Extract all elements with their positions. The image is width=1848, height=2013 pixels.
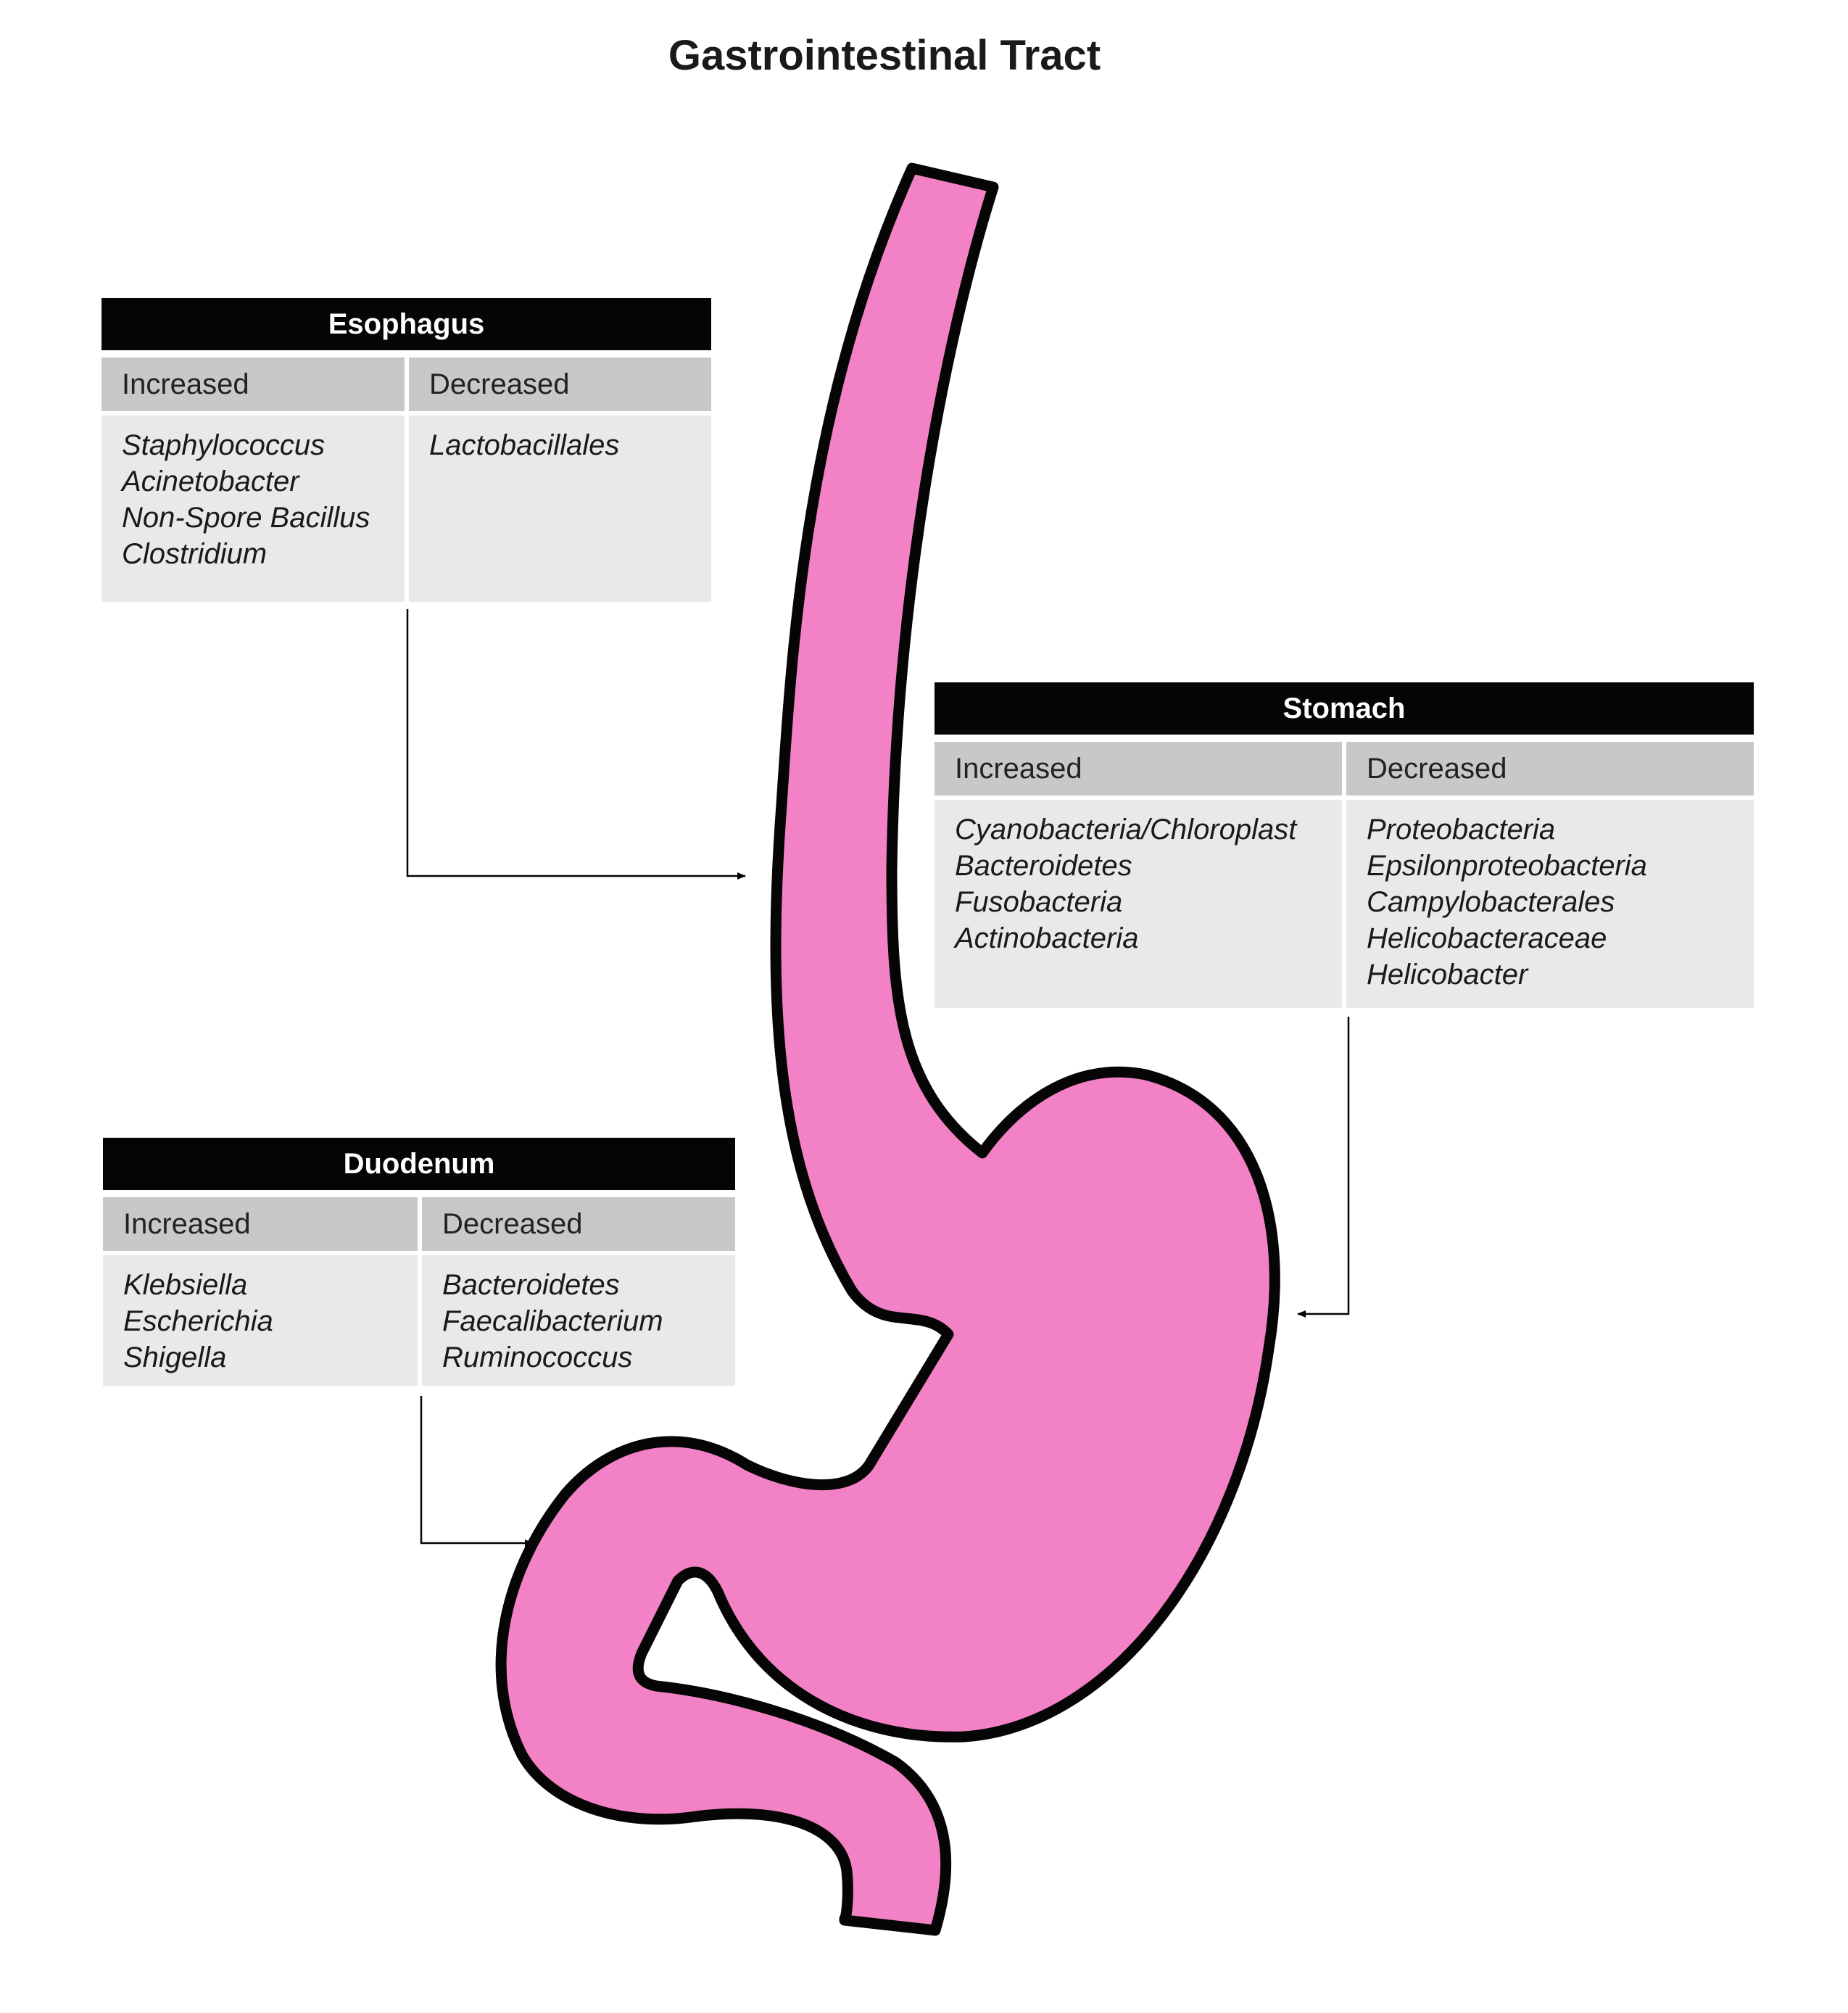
stomach-table-header: Stomach bbox=[935, 682, 1754, 735]
list-item: Shigella bbox=[123, 1342, 227, 1373]
duodenum-table: Duodenum Increased Klebsiella Escherichi… bbox=[103, 1138, 735, 1386]
diagram-title: Gastrointestinal Tract bbox=[668, 32, 1101, 79]
list-item: Helicobacteraceae bbox=[1367, 922, 1607, 954]
list-item: Bacteroidetes bbox=[442, 1269, 620, 1301]
stomach-increased-header: Increased bbox=[935, 742, 1342, 795]
esophagus-decreased-list: Lactobacillales bbox=[409, 416, 711, 602]
duodenum-decreased-header: Decreased bbox=[422, 1197, 735, 1251]
esophagus-table: Esophagus Increased Staphylococcus Acine… bbox=[101, 298, 711, 602]
list-item: Bacteroidetes bbox=[955, 850, 1132, 882]
duodenum-increased-list: Klebsiella Escherichia Shigella bbox=[103, 1255, 418, 1386]
esophagus-increased-list: Staphylococcus Acinetobacter Non-Spore B… bbox=[101, 416, 405, 602]
list-item: Non-Spore Bacillus bbox=[122, 502, 370, 534]
list-item: Staphylococcus bbox=[122, 429, 326, 461]
list-item: Escherichia bbox=[123, 1305, 273, 1337]
stomach-decreased-list: Proteobacteria Epsilonproteobacteria Cam… bbox=[1346, 800, 1754, 1008]
duodenum-increased-header: Increased bbox=[103, 1197, 418, 1251]
stomach-increased-list: Cyanobacteria/Chloroplast Bacteroidetes … bbox=[935, 800, 1342, 1008]
stomach-decreased-header: Decreased bbox=[1346, 742, 1754, 795]
list-item: Acinetobacter bbox=[122, 466, 299, 497]
list-item: Cyanobacteria/Chloroplast bbox=[955, 814, 1297, 846]
list-item: Klebsiella bbox=[123, 1269, 248, 1301]
list-item: Actinobacteria bbox=[955, 922, 1139, 954]
gi-tract-organ bbox=[495, 162, 1280, 1936]
duodenum-table-header: Duodenum bbox=[103, 1138, 735, 1190]
list-item: Faecalibacterium bbox=[442, 1305, 663, 1337]
list-item: Ruminococcus bbox=[442, 1342, 633, 1373]
list-item: Epsilonproteobacteria bbox=[1367, 850, 1647, 882]
list-item: Clostridium bbox=[122, 538, 268, 570]
list-item: Campylobacterales bbox=[1367, 886, 1615, 918]
stomach-connector-arrow bbox=[1297, 1017, 1350, 1318]
list-item: Helicobacter bbox=[1367, 959, 1528, 991]
esophagus-connector-arrow bbox=[406, 609, 746, 880]
esophagus-increased-header: Increased bbox=[101, 357, 405, 411]
esophagus-decreased-header: Decreased bbox=[409, 357, 711, 411]
duodenum-decreased-list: Bacteroidetes Faecalibacterium Ruminococ… bbox=[422, 1255, 735, 1386]
list-item: Lactobacillales bbox=[429, 429, 620, 461]
esophagus-table-header: Esophagus bbox=[101, 298, 711, 350]
list-item: Fusobacteria bbox=[955, 886, 1123, 918]
list-item: Proteobacteria bbox=[1367, 814, 1556, 846]
duodenum-connector-arrow bbox=[420, 1396, 534, 1547]
stomach-table: Stomach Increased Cyanobacteria/Chloropl… bbox=[935, 682, 1754, 1008]
